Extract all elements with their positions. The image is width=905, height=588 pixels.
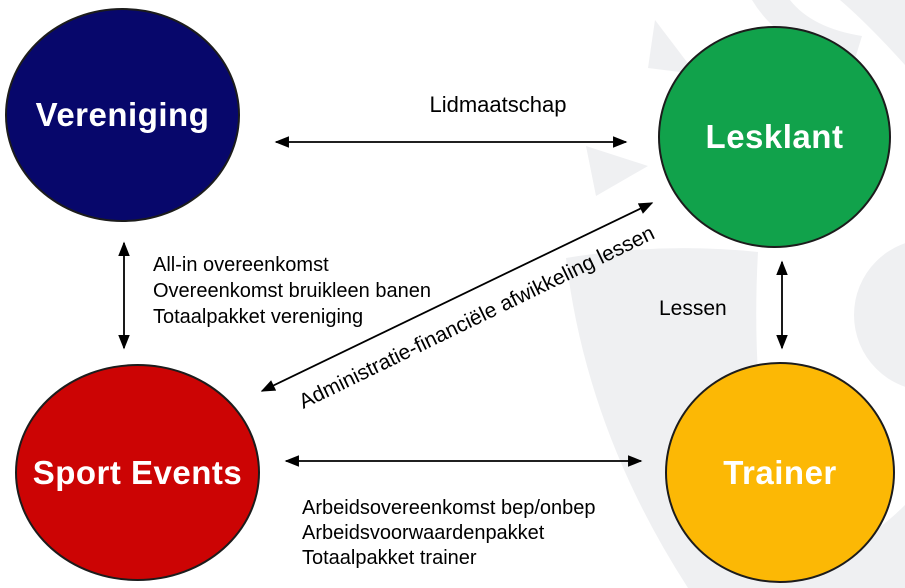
label-all-in-overeenkomst: All-in overeenkomst [153,254,329,276]
node-lesklant: Lesklant [658,26,891,248]
watermark-petal [648,20,696,74]
watermark-swoosh-corner [840,0,905,65]
label-lessen: Lessen [659,297,727,320]
node-vereniging-label: Vereniging [35,96,210,133]
node-lesklant-label: Lesklant [705,118,844,155]
node-sport-events: Sport Events [15,364,260,581]
label-totaalpakket-trainer: Totaalpakket trainer [302,547,477,569]
label-overeenkomst-bruikleen-banen: Overeenkomst bruikleen banen [153,280,431,302]
node-vereniging: Vereniging [5,8,240,222]
watermark-wedge [586,146,648,196]
node-sport-events-label: Sport Events [32,453,243,491]
label-vereniging-sport-events: All-in overeenkomst Overeenkomst bruikle… [153,252,431,330]
label-arbeidsovereenkomst: Arbeidsovereenkomst bep/onbep [302,497,596,519]
node-trainer-label: Trainer [723,453,837,491]
label-arbeidsvoorwaardenpakket: Arbeidsvoorwaardenpakket [302,522,545,544]
node-trainer: Trainer [665,362,895,583]
label-lidmaatschap: Lidmaatschap [429,92,567,117]
label-totaalpakket-vereniging: Totaalpakket vereniging [153,306,364,328]
watermark-disc [854,243,905,387]
label-sport-events-trainer: Arbeidsovereenkomst bep/onbep Arbeidsvoo… [302,496,596,571]
watermark-swoosh-bottom [705,505,905,588]
